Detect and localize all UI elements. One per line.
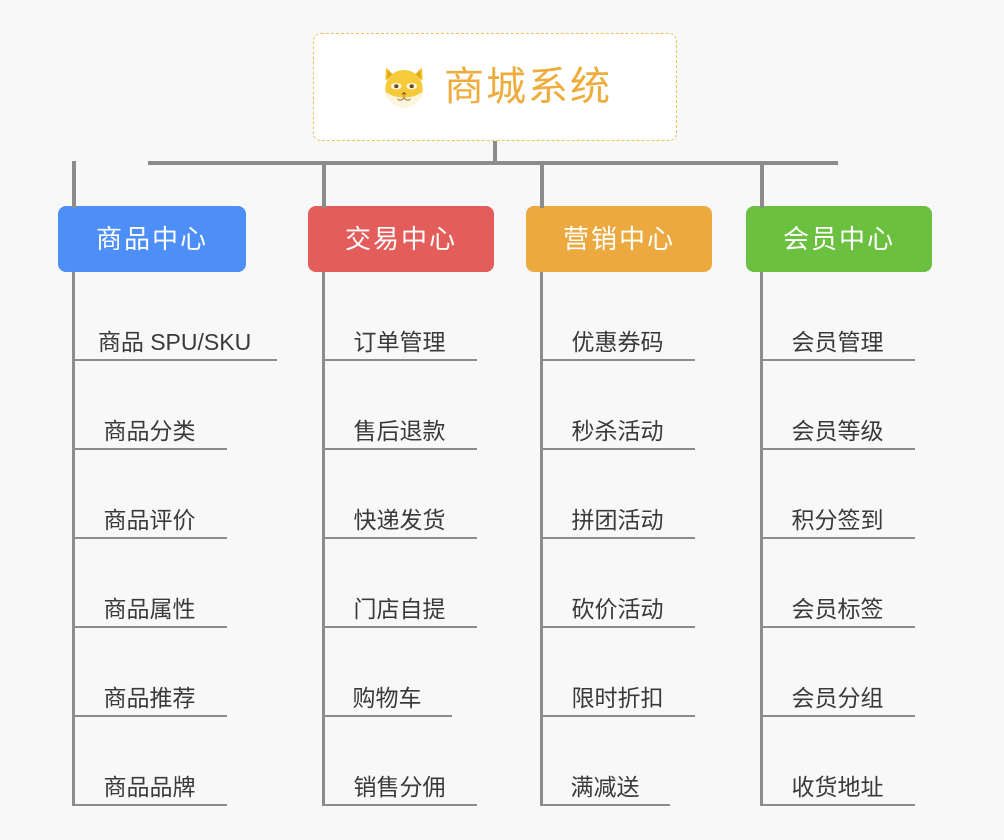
leaf-item-label: 会员标签	[791, 595, 884, 622]
leaf-item-label: 销售分佣	[353, 773, 446, 800]
leaf-item[interactable]: 会员管理	[760, 272, 915, 361]
leaf-item[interactable]: 砍价活动	[540, 539, 695, 628]
leaf-item[interactable]: 秒杀活动	[540, 361, 695, 450]
branch-label: 交易中心	[344, 224, 457, 254]
leaf-item-label: 商品品牌	[103, 773, 196, 800]
leaf-item[interactable]: 商品品牌	[72, 717, 227, 806]
leaf-spine	[72, 272, 75, 806]
leaf-item[interactable]: 优惠券码	[540, 272, 695, 361]
branch-node-4[interactable]: 会员中心	[746, 206, 932, 272]
leaf-item-label: 秒杀活动	[571, 417, 664, 444]
leaf-item[interactable]: 售后退款	[322, 361, 477, 450]
leaf-item-label: 快递发货	[353, 506, 446, 533]
leaf-item[interactable]: 商品评价	[72, 450, 227, 539]
branch-drop-connector-1	[72, 161, 76, 208]
leaf-item[interactable]: 销售分佣	[322, 717, 477, 806]
leaf-item-label: 订单管理	[353, 328, 446, 355]
leaf-item-label: 商品属性	[103, 595, 196, 622]
shiba-dog-face-icon	[385, 67, 423, 108]
leaf-item-label: 限时折扣	[571, 684, 664, 711]
leaf-item-label: 会员分组	[791, 684, 884, 711]
leaf-spine	[540, 272, 543, 806]
root-title: 商城系统	[444, 65, 612, 109]
leaf-item-label: 购物车	[352, 684, 422, 711]
branch-node-1[interactable]: 商品中心	[58, 206, 246, 272]
leaf-item-label: 商品 SPU/SKU	[97, 328, 252, 355]
branch-node-3[interactable]: 营销中心	[526, 206, 712, 272]
leaf-item[interactable]: 门店自提	[322, 539, 477, 628]
root-node[interactable]: 商城系统	[313, 33, 677, 141]
leaf-column-1: 商品 SPU/SKU 商品分类商品评价商品属性商品推荐商品品牌	[72, 272, 287, 806]
leaf-item-label: 会员管理	[791, 328, 884, 355]
branch-node-2[interactable]: 交易中心	[308, 206, 494, 272]
leaf-item-label: 砍价活动	[571, 595, 664, 622]
leaf-item[interactable]: 商品 SPU/SKU	[72, 272, 277, 361]
leaf-column-3: 优惠券码秒杀活动拼团活动砍价活动限时折扣满减送	[540, 272, 705, 806]
leaf-item-label: 门店自提	[353, 595, 446, 622]
leaf-item-label: 售后退款	[353, 417, 446, 444]
leaf-item-label: 收货地址	[791, 773, 884, 800]
leaf-item[interactable]: 商品分类	[72, 361, 227, 450]
leaf-item[interactable]: 收货地址	[760, 717, 915, 806]
leaf-item[interactable]: 商品推荐	[72, 628, 227, 717]
leaf-item-label: 商品分类	[103, 417, 196, 444]
leaf-item[interactable]: 会员标签	[760, 539, 915, 628]
branch-label: 商品中心	[95, 224, 208, 254]
leaf-item[interactable]: 限时折扣	[540, 628, 695, 717]
leaf-spine	[760, 272, 763, 806]
branch-connector-bus	[148, 161, 838, 165]
leaf-item-label: 积分签到	[791, 506, 884, 533]
branch-drop-connector-2	[322, 161, 326, 208]
leaf-item[interactable]: 商品属性	[72, 539, 227, 628]
leaf-item-label: 拼团活动	[571, 506, 664, 533]
leaf-item[interactable]: 订单管理	[322, 272, 477, 361]
leaf-item[interactable]: 拼团活动	[540, 450, 695, 539]
leaf-item-label: 商品推荐	[103, 684, 196, 711]
leaf-column-2: 订单管理售后退款快递发货门店自提购物车销售分佣	[322, 272, 487, 806]
branch-drop-connector-4	[760, 161, 764, 208]
branch-drop-connector-3	[540, 161, 544, 208]
leaf-item[interactable]: 积分签到	[760, 450, 915, 539]
leaf-item-label: 优惠券码	[571, 328, 664, 355]
leaf-item[interactable]: 会员分组	[760, 628, 915, 717]
branch-label: 营销中心	[562, 224, 675, 254]
leaf-item[interactable]: 满减送	[540, 717, 670, 806]
leaf-item[interactable]: 会员等级	[760, 361, 915, 450]
root-connector-stem	[493, 141, 497, 165]
leaf-item-label: 商品评价	[103, 506, 196, 533]
leaf-item-label: 会员等级	[791, 417, 884, 444]
leaf-item[interactable]: 购物车	[322, 628, 452, 717]
leaf-column-4: 会员管理会员等级积分签到会员标签会员分组收货地址	[760, 272, 925, 806]
leaf-spine	[322, 272, 325, 806]
leaf-item-label: 满减送	[570, 773, 640, 800]
branch-label: 会员中心	[782, 224, 895, 254]
leaf-item[interactable]: 快递发货	[322, 450, 477, 539]
